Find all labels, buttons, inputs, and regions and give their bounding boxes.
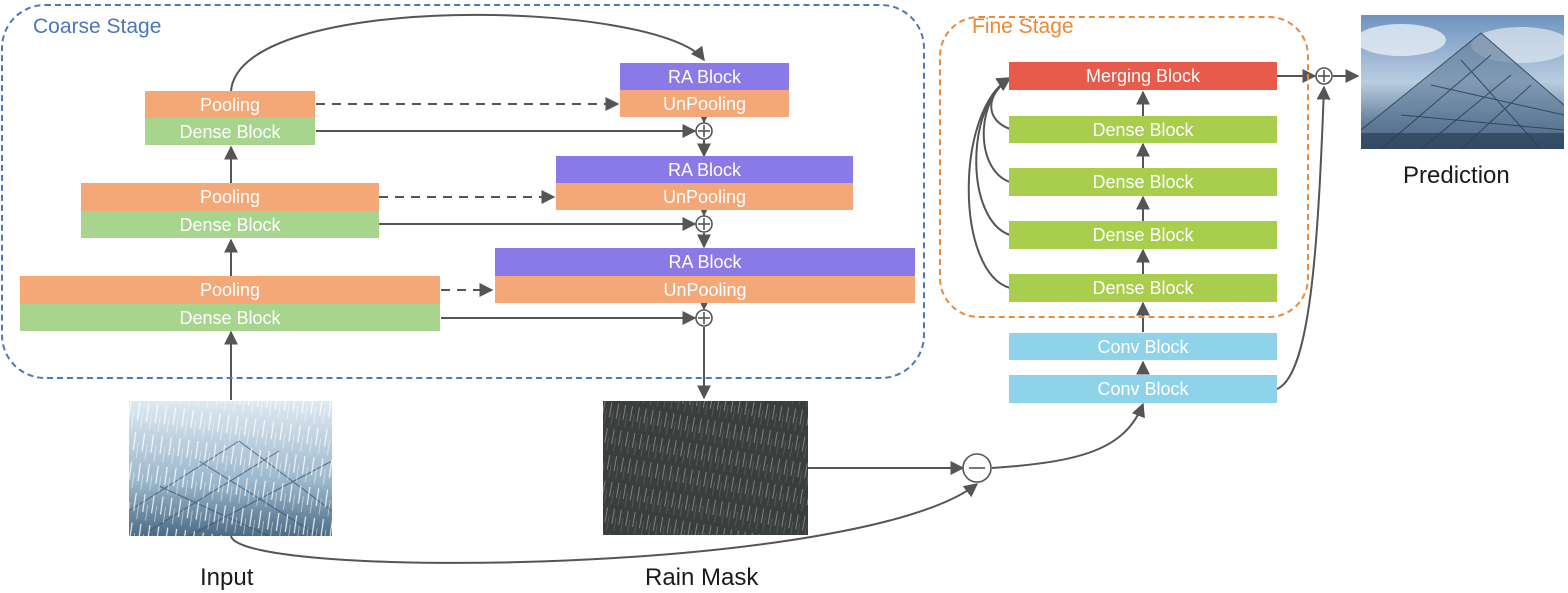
input-caption: Input <box>200 564 254 591</box>
fine-dense-block-3: Dense Block <box>1009 221 1277 249</box>
input-image <box>129 401 332 536</box>
pooling-block-1: Pooling <box>145 91 315 118</box>
prediction-caption: Prediction <box>1403 162 1510 189</box>
dense-block-1: Dense Block <box>145 118 315 145</box>
unpooling-block-1: UnPooling <box>620 90 789 117</box>
fine-dense-block-4: Dense Block <box>1009 274 1277 302</box>
unpooling-block-3: UnPooling <box>495 276 915 303</box>
ra-block-1: RA Block <box>620 63 789 90</box>
fine-dense-block-1: Dense Block <box>1009 116 1277 143</box>
dense-block-2: Dense Block <box>81 211 379 238</box>
arrow-top-skip <box>230 13 705 92</box>
ra-block-3: RA Block <box>495 248 915 276</box>
rain-mask-caption: Rain Mask <box>645 564 759 591</box>
fine-stage-label: Fine Stage <box>972 15 1074 38</box>
prediction-image <box>1361 15 1564 149</box>
arrow-input-subtract <box>230 483 979 564</box>
dense-block-3: Dense Block <box>20 304 440 331</box>
fine-dense-block-2: Dense Block <box>1009 168 1277 196</box>
dense-conn-4 <box>967 77 1012 289</box>
merging-block: Merging Block <box>1009 62 1277 90</box>
rain-mask-image <box>603 401 808 535</box>
ra-block-2: RA Block <box>556 156 853 183</box>
pooling-block-3: Pooling <box>20 276 440 304</box>
arrow-subtract-conv <box>991 402 1145 469</box>
arrow-conv-add <box>1276 85 1331 390</box>
unpooling-block-2: UnPooling <box>556 183 853 210</box>
coarse-stage-label: Coarse Stage <box>33 15 162 38</box>
coarse-stage-box <box>1 4 925 379</box>
conv-block-2: Conv Block <box>1009 375 1277 403</box>
conv-block-1: Conv Block <box>1009 333 1277 360</box>
fine-stage-box <box>939 16 1309 318</box>
pooling-block-2: Pooling <box>81 183 379 211</box>
